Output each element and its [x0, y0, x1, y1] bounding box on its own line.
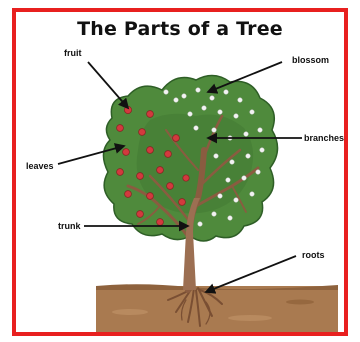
label-leaves: leaves — [26, 161, 54, 171]
fruit-arrow — [88, 62, 128, 108]
label-roots: roots — [302, 250, 325, 260]
label-branches: branches — [304, 133, 344, 143]
soil — [96, 284, 338, 332]
label-trunk: trunk — [58, 221, 81, 231]
label-fruit: fruit — [64, 48, 82, 58]
label-blossom: blossom — [292, 55, 329, 65]
